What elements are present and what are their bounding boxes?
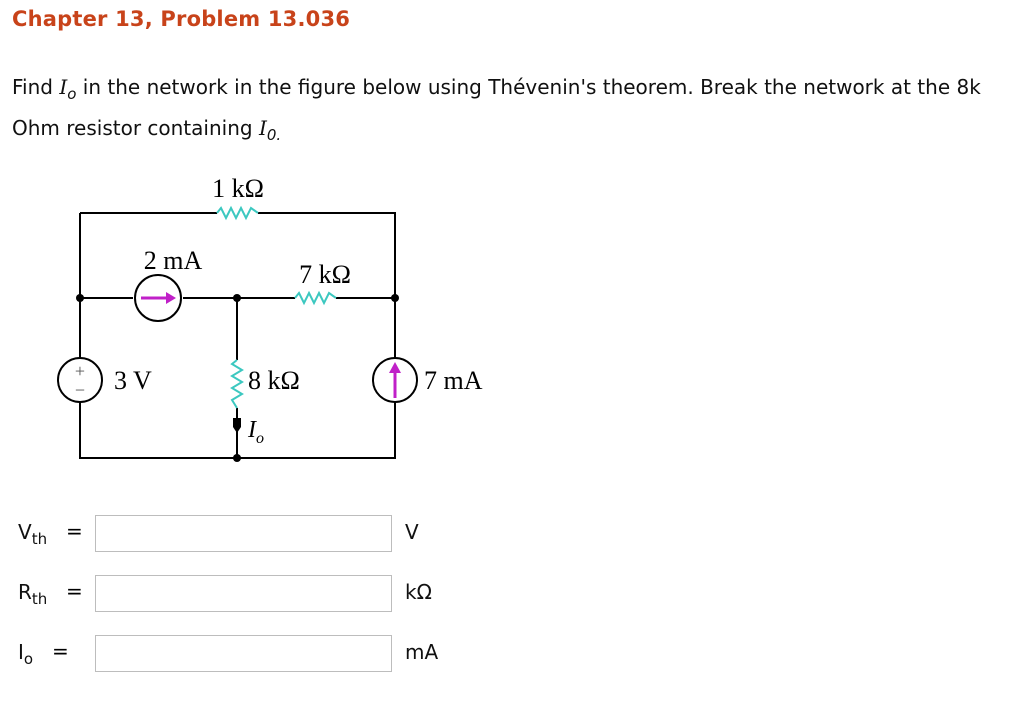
answer-row-io: Io = mA bbox=[0, 635, 1014, 675]
label-7ma: 7 mA bbox=[424, 366, 483, 395]
rth-unit: kΩ bbox=[405, 580, 432, 604]
vth-input[interactable] bbox=[95, 515, 392, 552]
vth-label: Vth bbox=[18, 520, 48, 548]
resistor-1k bbox=[216, 205, 259, 221]
resistor-8k bbox=[230, 359, 244, 409]
circuit-nodes bbox=[76, 294, 399, 462]
io-symbol: I0. bbox=[258, 116, 282, 144]
io-unit: mA bbox=[405, 640, 439, 664]
circuit-diagram: + − 1 kΩ 2 mA 7 kΩ 3 V 8 kΩ 7 mA Io bbox=[57, 174, 483, 462]
vth-unit: V bbox=[405, 520, 419, 544]
io-label: Io bbox=[18, 640, 34, 668]
rth-label: Rth bbox=[18, 580, 48, 608]
equals-sign: = bbox=[66, 519, 83, 543]
label-1k: 1 kΩ bbox=[212, 174, 264, 203]
problem-statement: Find Io in the network in the figure bel… bbox=[12, 70, 1002, 152]
label-3v: 3 V bbox=[114, 366, 152, 395]
rth-input[interactable] bbox=[95, 575, 392, 612]
label-7k: 7 kΩ bbox=[299, 260, 351, 289]
current-source-7ma bbox=[372, 357, 418, 403]
problem-title: Chapter 13, Problem 13.036 bbox=[12, 7, 351, 31]
io-arrow bbox=[233, 418, 241, 433]
label-2ma: 2 mA bbox=[144, 246, 203, 275]
current-source-2ma bbox=[134, 274, 182, 322]
equals-sign: = bbox=[52, 639, 69, 663]
label-io: Io bbox=[247, 417, 264, 447]
io-input[interactable] bbox=[95, 635, 392, 672]
problem-text: in the network in the figure below using… bbox=[12, 75, 981, 140]
answer-row-rth: Rth = kΩ bbox=[0, 575, 1014, 615]
equals-sign: = bbox=[66, 579, 83, 603]
resistor-7k bbox=[294, 290, 337, 306]
svg-text:+: + bbox=[75, 361, 85, 381]
problem-text: Find bbox=[12, 75, 60, 99]
answer-row-vth: Vth = V bbox=[0, 515, 1014, 555]
svg-text:−: − bbox=[75, 380, 85, 400]
voltage-source-3v: + − bbox=[57, 357, 103, 403]
io-symbol: Io bbox=[59, 75, 77, 103]
label-8k: 8 kΩ bbox=[248, 366, 300, 395]
